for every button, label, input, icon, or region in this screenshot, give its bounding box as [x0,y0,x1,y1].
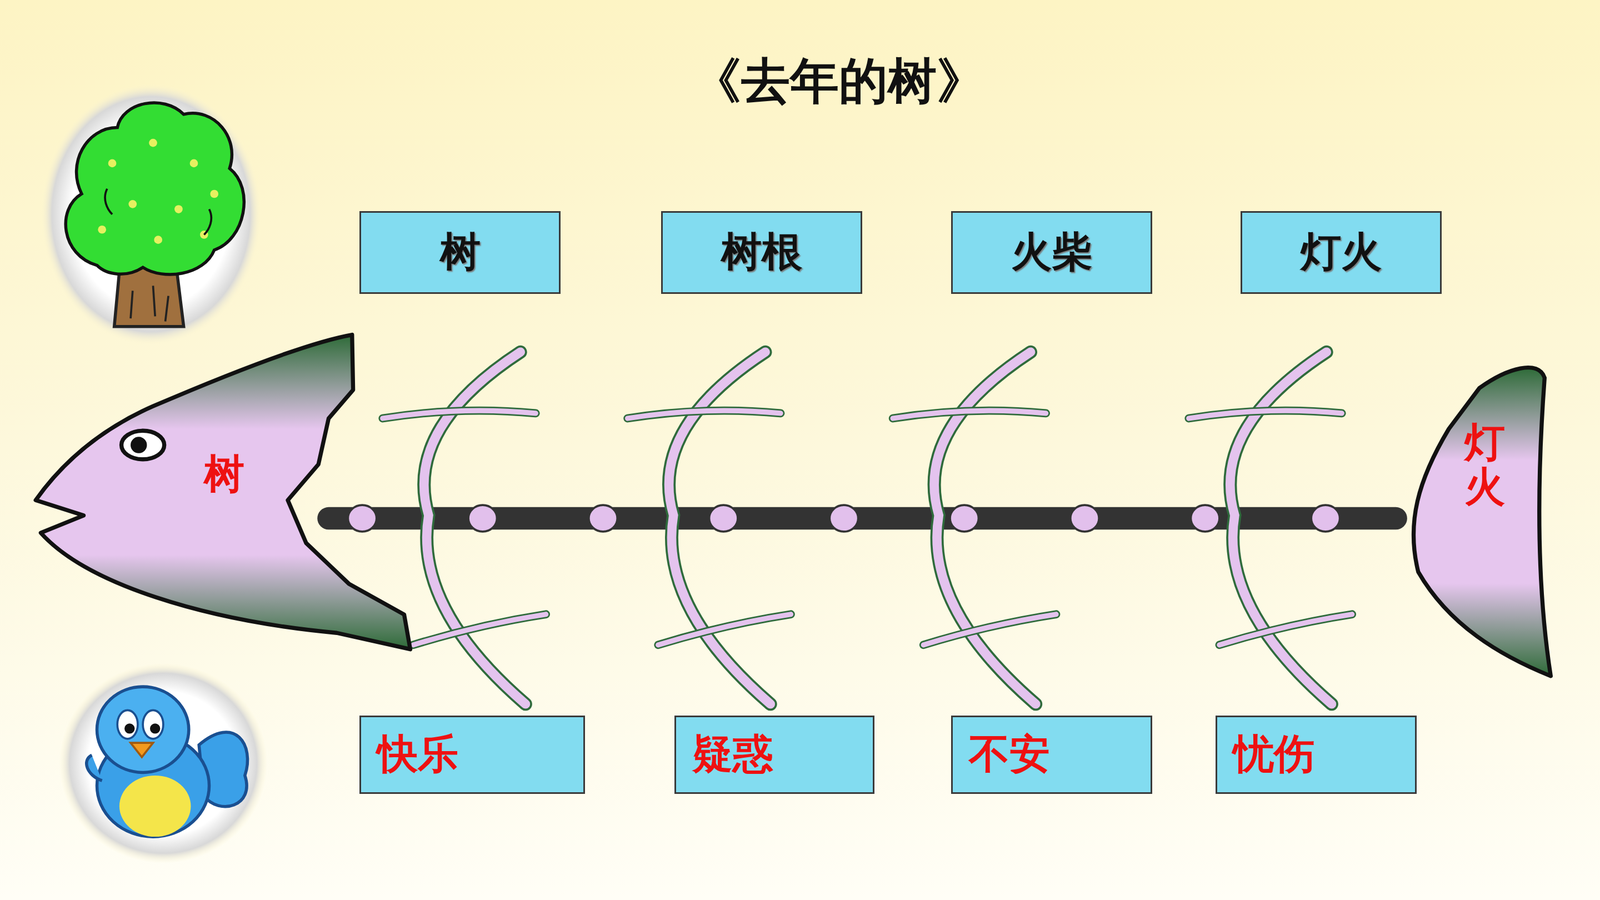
rib-bone [668,352,771,705]
rib-bone [892,410,1047,419]
spine-knob [1070,505,1099,532]
rib-bone [934,352,1037,705]
rib-bone [658,614,792,645]
topic-label: 火柴 [1011,225,1093,280]
rib-bone [1188,410,1343,419]
rib-bone [923,614,1057,645]
fish-ribs [382,352,1353,705]
spine-knob [709,505,738,532]
tree-icon [40,83,262,345]
title: 《去年的树》 [692,48,986,115]
topic-box: 灯火 [1240,211,1442,294]
spine-knob [1190,505,1219,532]
topic-box: 树根 [661,211,863,294]
topic-box: 树 [359,211,561,294]
topic-label: 树根 [721,225,803,280]
rib-bone [1230,352,1332,705]
topic-box: 火柴 [951,211,1153,294]
head-label: 树 [203,447,245,503]
rib-bone [934,352,1037,705]
rib-bone [382,410,537,419]
rib-bone [413,614,547,645]
rib-bone [1219,614,1353,645]
rib-bone [1188,410,1343,419]
feeling-label: 快乐 [377,727,459,783]
rib-bone [658,614,792,645]
rib-bone [892,410,1047,419]
rib-bone [668,352,771,705]
fish-tail-outline [1411,359,1553,682]
feeling-box: 不安 [951,715,1153,794]
feeling-label: 不安 [968,727,1050,783]
spine-knob [347,505,377,532]
spine-knob [950,505,979,532]
spine-knob [829,505,858,532]
feeling-label: 忧伤 [1233,727,1315,783]
rib-bone [1230,352,1332,705]
feeling-label: 疑惑 [692,727,774,783]
feeling-box: 快乐 [359,715,585,794]
spine-knob [1311,505,1340,532]
rib-bone [627,410,782,419]
rib-bone [423,352,526,705]
topic-label: 灯火 [1300,225,1382,280]
rib-bone [413,614,547,645]
tail-label: 灯火 [1464,420,1505,510]
rib-bone [382,410,537,419]
topic-label: 树 [440,225,481,280]
fish-head: 树 [30,331,414,654]
rib-bone [423,352,526,705]
rib-bone [1219,614,1353,645]
feeling-box: 疑惑 [674,715,875,794]
spine-knob [468,505,497,532]
rib-bone [923,614,1057,645]
rib-bone [627,410,782,419]
feeling-box: 忧伤 [1215,715,1417,794]
fish-tail: 灯火 [1411,359,1553,682]
bird-icon [59,663,268,864]
spine-knob [588,505,618,532]
